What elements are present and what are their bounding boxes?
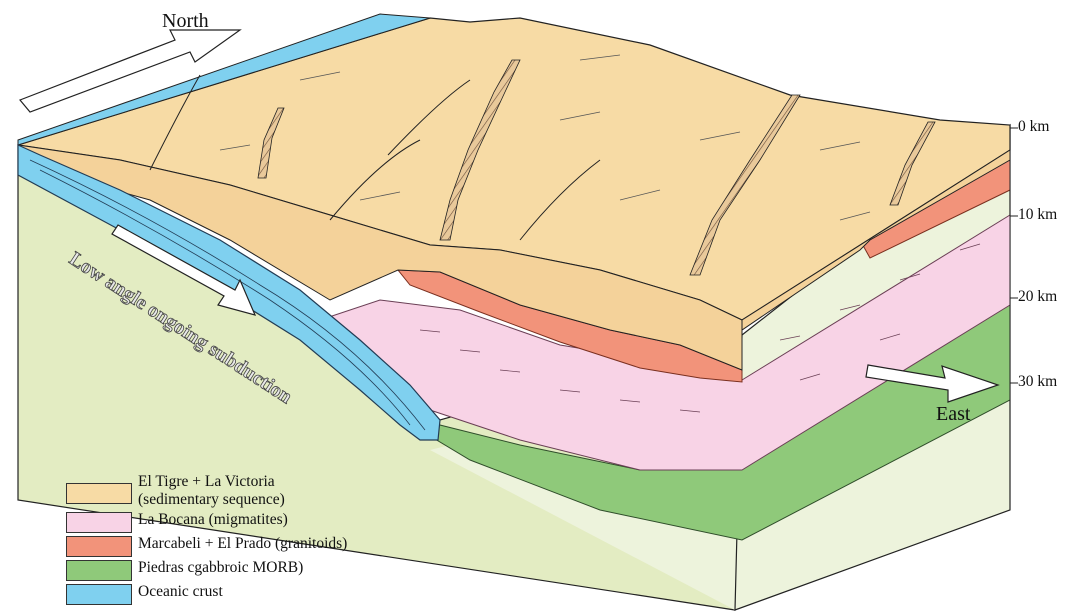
legend-swatch	[66, 483, 132, 504]
legend-label: La Bocana (migmatites)	[138, 511, 288, 529]
depth-tick-20: 20 km	[1018, 288, 1057, 306]
legend-label: Piedras cgabbroic MORB)	[138, 559, 303, 577]
legend-label: Marcabeli + El Prado (granitoids)	[138, 535, 347, 553]
legend-swatch	[66, 584, 132, 605]
north-label: North	[162, 10, 209, 32]
east-label: East	[936, 403, 971, 425]
depth-tick-10: 10 km	[1018, 206, 1057, 224]
legend-label: Oceanic crust	[138, 583, 223, 601]
legend-item-ocean: Oceanic crust	[66, 583, 396, 605]
legend-swatch	[66, 560, 132, 581]
depth-axis	[1010, 125, 1018, 510]
legend-label: El Tigre + La Victoria	[138, 473, 285, 491]
legend-item-migmatite: La Bocana (migmatites)	[66, 511, 396, 533]
legend-item-sediment: El Tigre + La Victoria (sedimentary sequ…	[66, 473, 396, 509]
legend: El Tigre + La Victoria (sedimentary sequ…	[66, 473, 396, 607]
legend-sublabel: (sedimentary sequence)	[138, 491, 285, 509]
legend-swatch	[66, 512, 132, 533]
legend-item-morb: Piedras cgabbroic MORB)	[66, 559, 396, 581]
depth-tick-0: 0 km	[1018, 118, 1049, 136]
legend-item-granitoid: Marcabeli + El Prado (granitoids)	[66, 535, 396, 557]
legend-swatch	[66, 536, 132, 557]
depth-tick-30: 30 km	[1018, 373, 1057, 391]
